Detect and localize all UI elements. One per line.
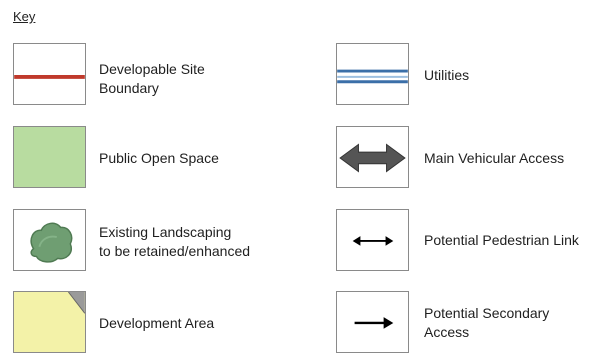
secondary-access-label: Potential Secondary Access: [424, 305, 550, 340]
secondary-access-swatch: [336, 291, 409, 353]
tree-canopy-icon: [30, 222, 73, 263]
pedestrian-link-label: Potential Pedestrian Link: [424, 232, 579, 248]
open-space-swatch: [13, 126, 86, 188]
site-boundary-label: Developable Site Boundary: [99, 61, 205, 96]
double-blue-line-icon: [337, 69, 408, 84]
utilities-swatch: [336, 43, 409, 105]
development-area-swatch: [13, 291, 86, 353]
yellow-fill-icon: [67, 292, 85, 314]
double-arrow-small-icon: [352, 236, 394, 246]
development-area-label: Development Area: [99, 315, 215, 331]
vehicular-access-label: Main Vehicular Access: [424, 150, 565, 166]
double-arrow-large-icon: [339, 143, 406, 173]
landscaping-label: Existing Landscaping to be retained/enha…: [99, 224, 251, 259]
key-title: Key: [13, 9, 36, 24]
red-line-icon: [14, 74, 85, 79]
site-boundary-swatch: [13, 43, 86, 105]
landscaping-swatch: [13, 209, 86, 271]
vehicular-access-swatch: [336, 126, 409, 188]
green-fill-icon: [14, 127, 85, 187]
utilities-label: Utilities: [424, 67, 470, 83]
pedestrian-link-swatch: [336, 209, 409, 271]
open-space-label: Public Open Space: [99, 150, 219, 166]
single-arrow-icon: [354, 317, 394, 329]
